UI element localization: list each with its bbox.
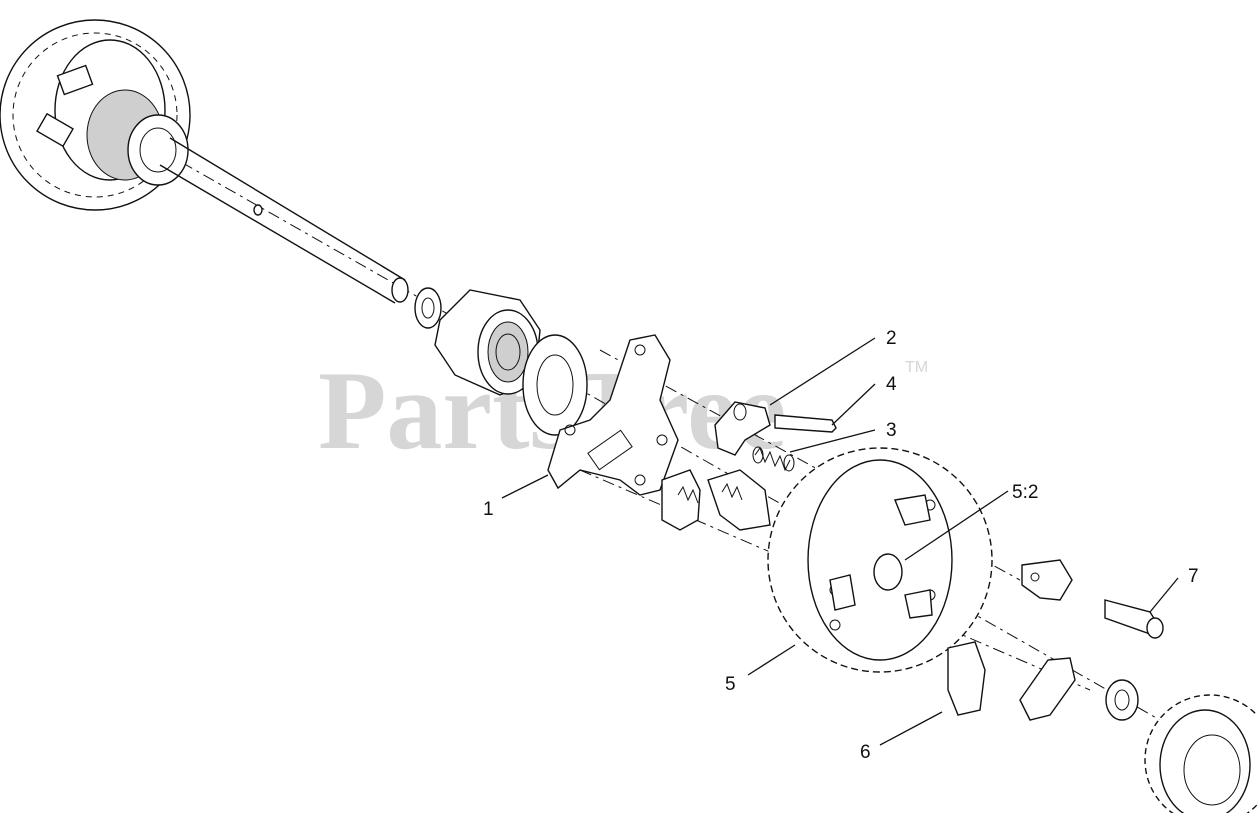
bolt [1104,599,1164,639]
callout-2: 2 [886,328,897,349]
bearing-hub [434,289,541,396]
callout-3: 3 [886,420,897,441]
small-washer [1105,679,1139,721]
callout-1: 1 [483,499,494,520]
mounting-bracket [547,334,679,496]
callout-7: 7 [1188,566,1199,587]
pawl-block-upper [1021,559,1073,601]
callout-5-2: 5:2 [1012,482,1038,503]
large-washer-hole [536,354,574,416]
callout-4: 4 [886,374,897,395]
callout-6: 6 [860,742,871,763]
main-sprocket [767,447,993,673]
shaft-washer [414,287,442,329]
watermark-trademark: TM [905,359,928,376]
spring-pin [774,414,837,433]
pawl-lever [714,401,771,456]
small-washer-hole [1114,689,1130,711]
pinion-gear [1144,694,1257,813]
shaft-washer-hole [421,297,435,319]
drive-shaft [159,137,409,304]
drive-sprocket-assembly [0,19,191,211]
callout-leaders [501,337,1179,746]
pawl-block-lower [947,641,1076,721]
compression-spring [752,446,795,472]
callout-5: 5 [725,674,736,695]
lower-pawl-assemblies [661,469,771,531]
large-washer [522,334,588,436]
